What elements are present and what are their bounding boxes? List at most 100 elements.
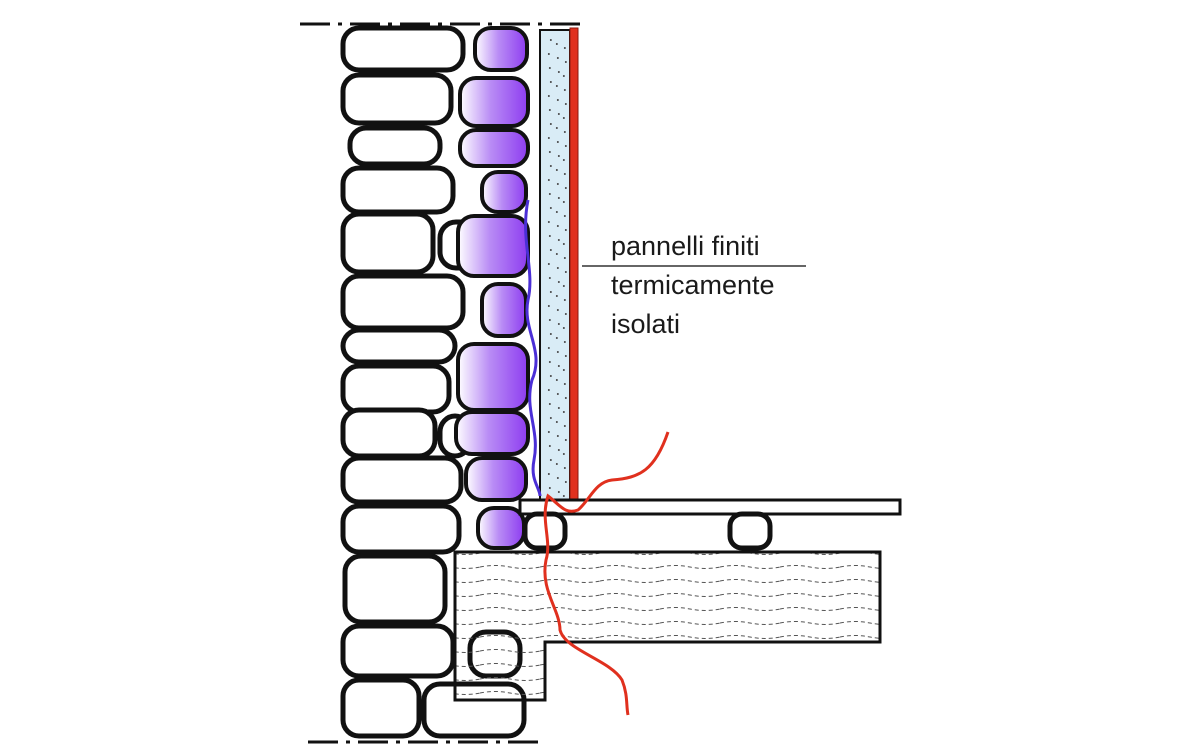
insulation-speck	[547, 263, 550, 265]
insulation-speck	[564, 103, 567, 105]
insulation-speck	[557, 155, 560, 157]
insulation-speck	[555, 43, 558, 45]
insulation-speck	[562, 411, 565, 413]
insulation-speck	[556, 99, 559, 101]
insulation-speck	[564, 61, 567, 63]
outer-stone	[340, 72, 454, 126]
insulation-speck	[549, 459, 552, 461]
insulation-speck	[557, 113, 560, 115]
insulation-speck	[562, 201, 565, 203]
crack-line	[543, 431, 670, 716]
insulation-speck	[548, 109, 551, 111]
outer-stone	[342, 553, 448, 625]
insulation-speck	[556, 267, 559, 269]
insulation-speck	[548, 193, 551, 195]
outer-stone	[340, 273, 466, 331]
insulation-speck	[549, 291, 552, 293]
outer-stone	[340, 623, 456, 679]
insulation-speck	[562, 117, 565, 119]
insulation-speck	[556, 393, 559, 395]
insulation-speck	[548, 319, 551, 321]
insulation-speck	[548, 277, 551, 279]
insulation-speck	[549, 417, 552, 419]
insulation-speck	[547, 137, 550, 139]
insulation-speck	[557, 407, 560, 409]
insulation-speck	[555, 295, 558, 297]
timber-beam	[453, 550, 882, 702]
insulation-speck	[555, 463, 558, 465]
insulation-speck	[555, 253, 558, 255]
insulation-speck	[563, 425, 566, 427]
outer-stone-wall	[340, 25, 527, 739]
insulation-speck	[549, 375, 552, 377]
insulation-speck	[556, 57, 559, 59]
insulation-speck	[547, 179, 550, 181]
insulation-speck	[547, 473, 550, 475]
insulation-speck	[548, 235, 551, 237]
insulation-speck	[555, 127, 558, 129]
inner-stone	[480, 282, 528, 338]
insulation-speck	[564, 397, 567, 399]
insulation-speck	[562, 369, 565, 371]
insulation-speck	[557, 239, 560, 241]
insulation-speck	[563, 47, 566, 49]
insulation-speck	[549, 333, 552, 335]
insulation-speck	[556, 477, 559, 479]
insulation-speck	[557, 71, 560, 73]
inner-stone	[476, 506, 526, 550]
finished-panel	[569, 27, 579, 507]
annotation-line-2: termicamente	[611, 270, 775, 300]
insulation-speck	[564, 145, 567, 147]
insulation-speck	[555, 337, 558, 339]
insulation-speck	[549, 39, 552, 41]
insulation-speck	[564, 187, 567, 189]
insulation-speck	[564, 271, 567, 273]
insulation-speck	[547, 305, 550, 307]
annotation-line-3: isolati	[611, 309, 681, 339]
insulation-speck	[556, 141, 559, 143]
insulation-speck	[564, 313, 567, 315]
insulation-speck	[563, 341, 566, 343]
floor-joist	[522, 511, 773, 551]
insulation-speck	[564, 481, 567, 483]
insulation-speck	[556, 225, 559, 227]
insulation-speck	[562, 159, 565, 161]
insulation-texture	[547, 39, 567, 497]
insulation-speck	[547, 53, 550, 55]
insulation-speck	[555, 421, 558, 423]
insulation-speck	[563, 257, 566, 259]
insulation-speck	[557, 449, 560, 451]
insulation-speck	[549, 249, 552, 251]
insulation-speck	[563, 89, 566, 91]
insulation-speck	[564, 439, 567, 441]
insulation-speck	[563, 383, 566, 385]
insulation-speck	[557, 365, 560, 367]
damp-line	[524, 199, 542, 497]
insulation-speck	[563, 215, 566, 217]
inner-stone	[458, 76, 530, 128]
insulation-speck	[557, 323, 560, 325]
outer-stone	[340, 503, 462, 555]
outer-stone	[340, 25, 466, 73]
insulation-speck	[556, 309, 559, 311]
insulation-speck	[548, 487, 551, 489]
inner-stone	[480, 170, 528, 214]
outer-stone	[340, 165, 456, 215]
insulation-speck	[547, 347, 550, 349]
insulation-speck	[547, 95, 550, 97]
outer-stone	[340, 407, 438, 459]
insulation-speck	[563, 467, 566, 469]
insulation-speck	[548, 445, 551, 447]
insulation-speck	[555, 211, 558, 213]
annotation-label: pannelli finiti termicamente isolati	[611, 227, 775, 344]
insulation-speck	[563, 131, 566, 133]
inner-stone	[456, 214, 530, 278]
insulation-speck	[555, 169, 558, 171]
insulation-speck	[548, 151, 551, 153]
insulation-speck	[555, 379, 558, 381]
inner-stone	[473, 26, 529, 72]
insulation-speck	[549, 123, 552, 125]
outer-stone	[340, 211, 436, 275]
insulation-speck	[547, 389, 550, 391]
